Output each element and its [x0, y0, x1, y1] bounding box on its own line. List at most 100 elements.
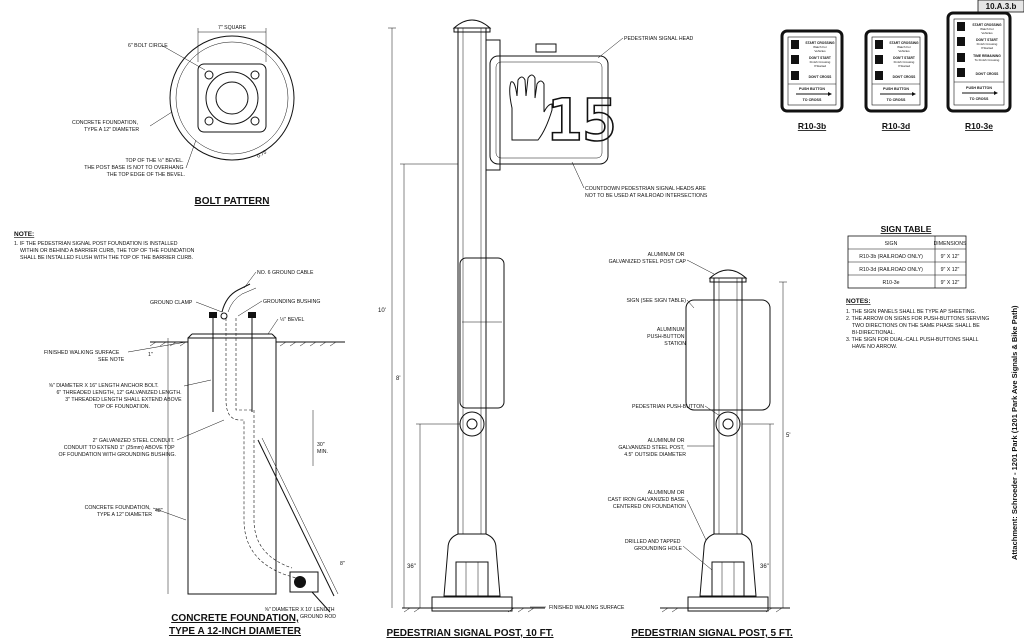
d36-post10-dim: 36" — [407, 564, 416, 570]
fd-bevel-label: ½" BEVEL — [280, 316, 304, 323]
signal-head-label: PEDESTRIAN SIGNAL HEAD — [624, 36, 694, 42]
table-cell: 9" X 12" — [941, 254, 960, 260]
grounding-bushing-label: GROUNDING BUSHING — [263, 299, 320, 305]
base-label: ALUMINUM OR CAST IRON GALVANIZED BASE CE… — [608, 490, 687, 510]
countdown-label: COUNTDOWN PEDESTRIAN SIGNAL HEADS ARE NO… — [585, 186, 708, 199]
bevel-note: TOP OF THE ½" BEVEL. THE POST BASE IS NO… — [84, 157, 185, 178]
svg-text:START CROSSING: START CROSSING — [805, 41, 835, 45]
d36-post5-dim: 36" — [760, 564, 769, 570]
pedestrian-signal-head — [489, 55, 609, 165]
svg-text:TO CROSS: TO CROSS — [970, 97, 989, 101]
svg-text:TIME REMAINING: TIME REMAINING — [973, 54, 1001, 58]
sign-r10-3e: START CROSSING Watch For Vehicles DON'T … — [946, 11, 1012, 131]
table-cell: 9" X 12" — [941, 280, 960, 286]
svg-text:Vehicles: Vehicles — [814, 49, 826, 53]
side-caption: Attachment: Schroeder - 1201 Park (1201 … — [1010, 305, 1019, 560]
sign-panel-5ft — [685, 299, 771, 411]
post-10ft: 15 10' 8' 36" PEDESTRIAN SIGNAL HEAD COU… — [378, 19, 708, 639]
svg-text:Vehicles: Vehicles — [898, 49, 910, 53]
station-label: ALUMINUM PUSH-BUTTON STATION — [647, 327, 686, 347]
push-button — [459, 411, 485, 437]
ground-cable-label: NO. 6 GROUND CABLE — [257, 270, 314, 276]
svg-text:TO CROSS: TO CROSS — [803, 98, 822, 102]
anchor-bolt-detail — [209, 312, 256, 412]
hand-icon — [509, 74, 553, 141]
post5-title: PEDESTRIAN SIGNAL POST, 5 FT. — [631, 628, 793, 639]
sign-r10-3d: START CROSSING Watch For Vehicles DON'T … — [864, 29, 928, 131]
svg-text:DON'T START: DON'T START — [893, 56, 915, 60]
conduit-label: 2" GALVANIZED STEEL CONDUIT. CONDUIT TO … — [59, 438, 176, 458]
walking-surface-10-label: FINISHED WALKING SURFACE — [549, 605, 625, 611]
svg-text:PUSH BUTTON: PUSH BUTTON — [799, 87, 825, 91]
foundation-detail: NO. 6 GROUND CABLE GROUND CLAMP GROUNDIN… — [44, 270, 345, 637]
sign-table-title: SIGN TABLE — [881, 224, 932, 234]
post-cap — [452, 19, 492, 29]
walking-surface-label: FINISHED WALKING SURFACE SEE NOTE — [44, 350, 125, 363]
anchor-bolts — [204, 70, 260, 126]
bolt-pattern: 7" SQUARE 6" BOLT CIRCLE CONCRETE FOUNDA… — [72, 25, 295, 207]
post-label: ALUMINUM OR GALVANIZED STEEL POST, 4.5" … — [618, 438, 686, 458]
svg-text:Finish Crossing: Finish Crossing — [977, 42, 998, 46]
svg-text:Vehicles: Vehicles — [981, 31, 993, 35]
table-cell: R10-3d (RAILROAD ONLY) — [859, 267, 923, 273]
svg-text:If Started: If Started — [898, 64, 911, 68]
svg-text:If Started: If Started — [981, 46, 994, 50]
sign-panel — [459, 257, 505, 409]
table-header-sign: SIGN — [885, 241, 898, 247]
svg-text:Watch For: Watch For — [813, 45, 827, 49]
svg-text:Watch For: Watch For — [980, 27, 994, 31]
table-header-dimensions: DIMENSIONS — [934, 241, 967, 247]
d8-dim: 8" — [340, 561, 345, 567]
sheet-tag: 10.A.3.b — [977, 0, 1024, 13]
svg-text:Finish Crossing: Finish Crossing — [810, 60, 831, 64]
note-heading: NOTE: — [14, 231, 34, 238]
svg-text:START CROSSING: START CROSSING — [889, 41, 919, 45]
ground-clamp-label: GROUND CLAMP — [150, 300, 193, 306]
post-cap-label: ALUMINUM OR GALVANIZED STEEL POST CAP — [609, 252, 687, 265]
svg-text:If Started: If Started — [814, 64, 827, 68]
cf-title-1: CONCRETE FOUNDATION, — [171, 613, 299, 624]
min30-dim: 30" MIN. — [317, 442, 328, 455]
table-cell: R10-3b (RAILROAD ONLY) — [859, 254, 923, 260]
post-inner — [215, 81, 249, 115]
push-button-5ft — [715, 411, 741, 437]
note-text: 1. IF THE PEDESTRIAN SIGNAL POST FOUNDAT… — [14, 241, 196, 261]
hole-label: DRILLED AND TAPPED GROUNDING HOLE — [625, 539, 683, 552]
cf-foundation-label: CONCRETE FOUNDATION, TYPE A 12" DIAMETER — [85, 505, 153, 518]
foundation-circle — [169, 35, 295, 161]
square-label: 7" SQUARE — [218, 25, 247, 31]
table-cell: 9" X 12" — [941, 267, 960, 273]
sign-table: SIGN TABLE SIGN DIMENSIONS R10-3b (RAILR… — [847, 224, 967, 289]
countdown-digits: 15 — [547, 86, 617, 154]
sign-code-r10-3b: R10-3b — [798, 121, 826, 131]
notes-heading: NOTES: — [846, 298, 871, 305]
one-inch-dim: 1" — [148, 352, 153, 358]
table-cell: R10-3e — [882, 280, 899, 286]
post10-title: PEDESTRIAN SIGNAL POST, 10 FT. — [386, 628, 553, 639]
base-square — [197, 63, 267, 133]
bevel-circle — [175, 41, 289, 155]
bolt-circle-label: 6" BOLT CIRCLE — [128, 43, 168, 49]
svg-text:Watch For: Watch For — [897, 45, 911, 49]
svg-text:DON'T CROSS: DON'T CROSS — [809, 75, 833, 79]
svg-text:DON'T START: DON'T START — [976, 38, 998, 42]
ground-rod-label: ⅝" DIAMETER X 10' LENGTH GROUND ROD — [265, 607, 337, 620]
svg-text:TO CROSS: TO CROSS — [887, 98, 906, 102]
note-block: NOTE: 1. IF THE PEDESTRIAN SIGNAL POST F… — [14, 231, 196, 261]
notes-block: NOTES: 1. THE SIGN PANELS SHALL BE TYPE … — [846, 298, 989, 350]
sheet-tag-text: 10.A.3.b — [986, 2, 1017, 11]
svg-text:DON'T CROSS: DON'T CROSS — [976, 72, 1000, 76]
sign-code-r10-3e: R10-3e — [965, 121, 993, 131]
foundation-block — [187, 337, 277, 595]
sign-label: SIGN (SEE SIGN TABLE) — [627, 298, 687, 304]
pushbutton-label: PEDESTRIAN PUSH-BUTTON — [632, 404, 704, 410]
svg-text:START CROSSING: START CROSSING — [972, 23, 1002, 27]
svg-text:DON'T CROSS: DON'T CROSS — [893, 75, 917, 79]
svg-text:DON'T START: DON'T START — [809, 56, 831, 60]
d5-dim: 5' — [786, 433, 790, 439]
svg-text:To Finish Crossing: To Finish Crossing — [975, 58, 1000, 62]
post-5ft: 5' 36" ALUMINUM OR GALVANIZED STEEL POST… — [608, 252, 793, 639]
sign-r10-3b: START CROSSING Watch For Vehicles DON'T … — [780, 29, 844, 131]
cf-title-2: TYPE A 12-INCH DIAMETER — [169, 626, 302, 637]
